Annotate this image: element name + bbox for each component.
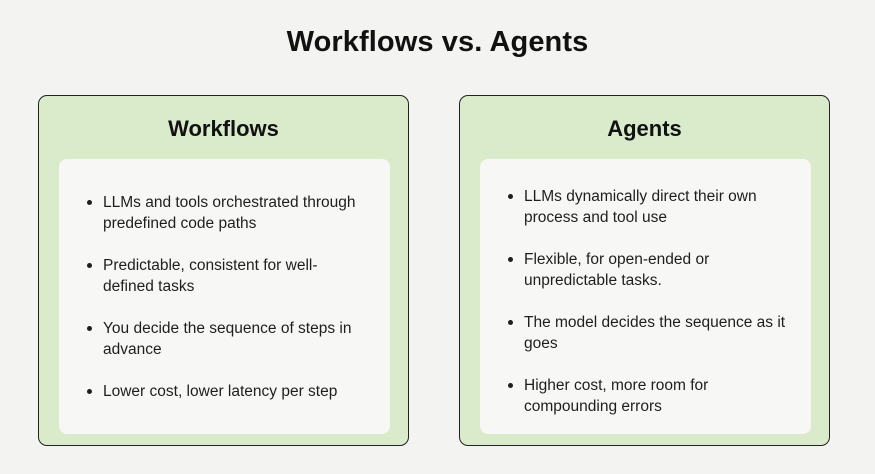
workflows-point: You decide the sequence of steps in adva… <box>87 318 368 360</box>
agents-points-list: LLMs dynamically direct their own proces… <box>508 186 789 417</box>
agents-card: Agents LLMs dynamically direct their own… <box>459 95 830 446</box>
agents-heading: Agents <box>607 116 682 141</box>
agents-point: LLMs dynamically direct their own proces… <box>508 186 789 228</box>
agents-points-panel: LLMs dynamically direct their own proces… <box>480 159 811 434</box>
agents-point: The model decides the sequence as it goe… <box>508 312 789 354</box>
workflows-point: LLMs and tools orchestrated through pred… <box>87 192 368 234</box>
page-title: Workflows vs. Agents <box>286 26 589 58</box>
workflows-points-list: LLMs and tools orchestrated through pred… <box>87 192 368 402</box>
workflows-heading: Workflows <box>168 116 279 141</box>
workflows-points-panel: LLMs and tools orchestrated through pred… <box>59 159 390 434</box>
agents-point: Flexible, for open-ended or unpredictabl… <box>508 249 789 291</box>
agents-point: Higher cost, more room for compounding e… <box>508 375 789 417</box>
workflows-card: Workflows LLMs and tools orchestrated th… <box>38 95 409 446</box>
workflows-point: Predictable, consistent for well-defined… <box>87 255 368 297</box>
workflows-point: Lower cost, lower latency per step <box>87 381 368 402</box>
